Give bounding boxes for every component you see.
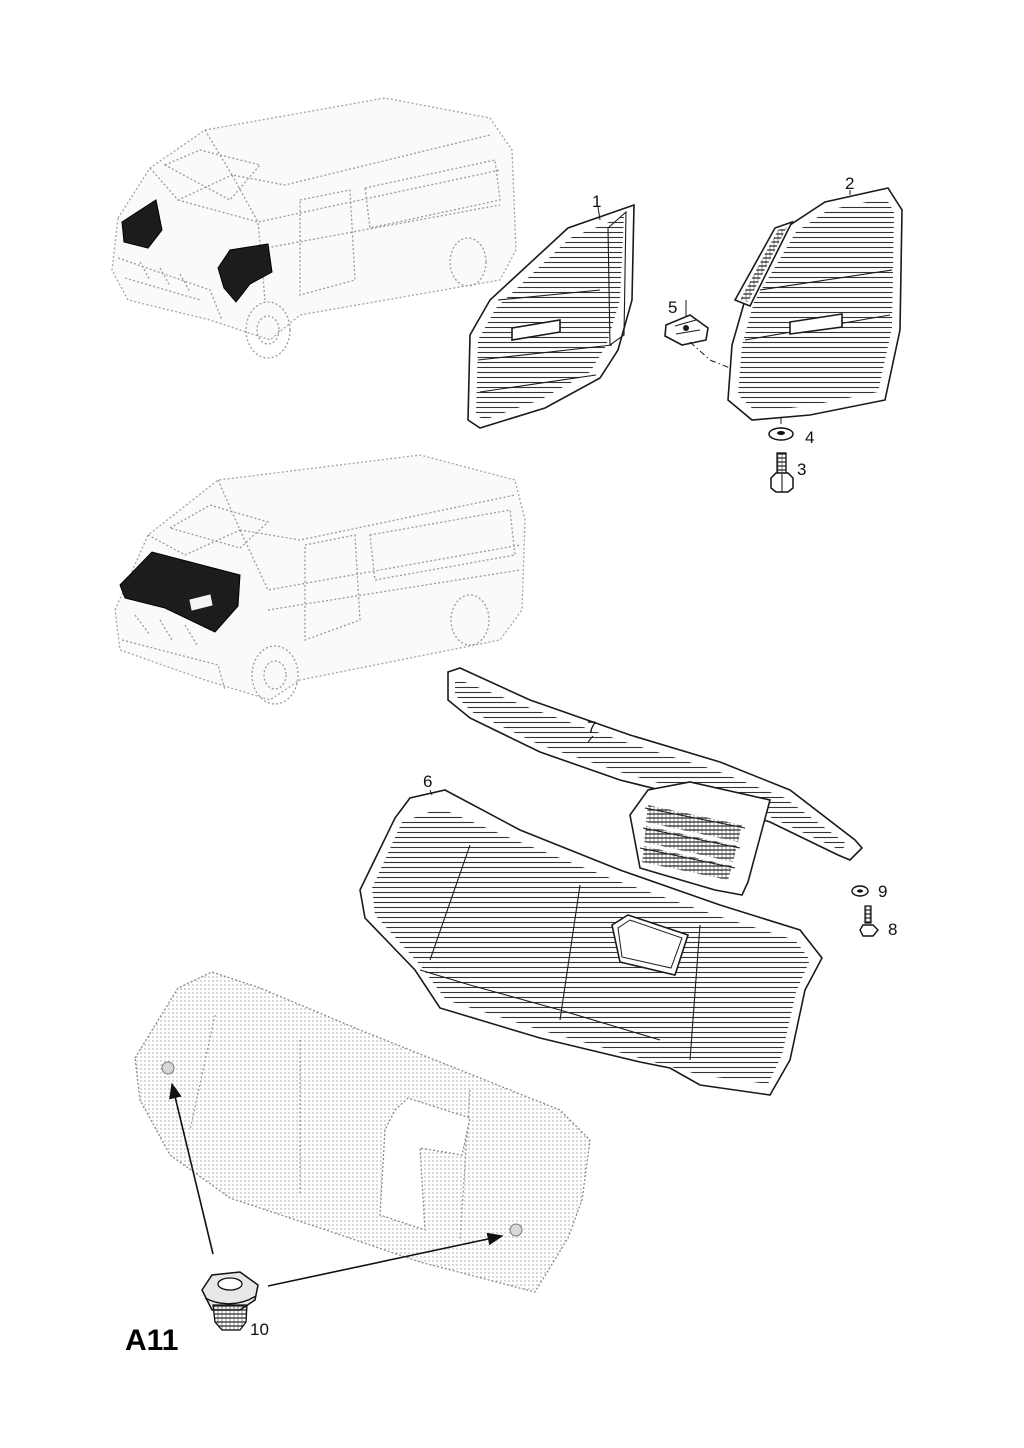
screw-part [859, 905, 879, 937]
trim-strip-part [447, 667, 864, 896]
arrow-to-right-clip-hole [267, 1232, 504, 1287]
callout-7: 7 [587, 718, 596, 737]
small-washer-part [851, 885, 869, 897]
front-panel-highlight [119, 551, 241, 633]
side-panel-highlight-left [121, 199, 163, 249]
side-panel-left-part [467, 203, 635, 429]
washer-part [768, 418, 794, 441]
callout-1: 1 [592, 192, 601, 211]
callout-9: 9 [878, 882, 887, 901]
van-illustration-side-panels [111, 97, 517, 359]
callout-10: 10 [250, 1320, 269, 1339]
front-panel-ghost-view [134, 971, 591, 1293]
front-panel-part [359, 789, 823, 1096]
callout-4: 4 [805, 428, 814, 447]
bracket-part [664, 300, 731, 369]
callout-2: 2 [845, 174, 854, 193]
retaining-clip-part [201, 1271, 259, 1331]
callout-6: 6 [423, 772, 432, 791]
page-code: A11 [125, 1324, 178, 1357]
callout-5: 5 [668, 298, 677, 317]
van-illustration-front-panel [114, 454, 526, 705]
callout-8: 8 [888, 920, 897, 939]
side-panel-right-part [727, 187, 903, 421]
arrow-to-left-clip-hole [169, 1082, 214, 1255]
callout-3: 3 [797, 460, 806, 479]
side-panel-highlight-right [217, 243, 273, 303]
bolt-part [770, 452, 794, 493]
